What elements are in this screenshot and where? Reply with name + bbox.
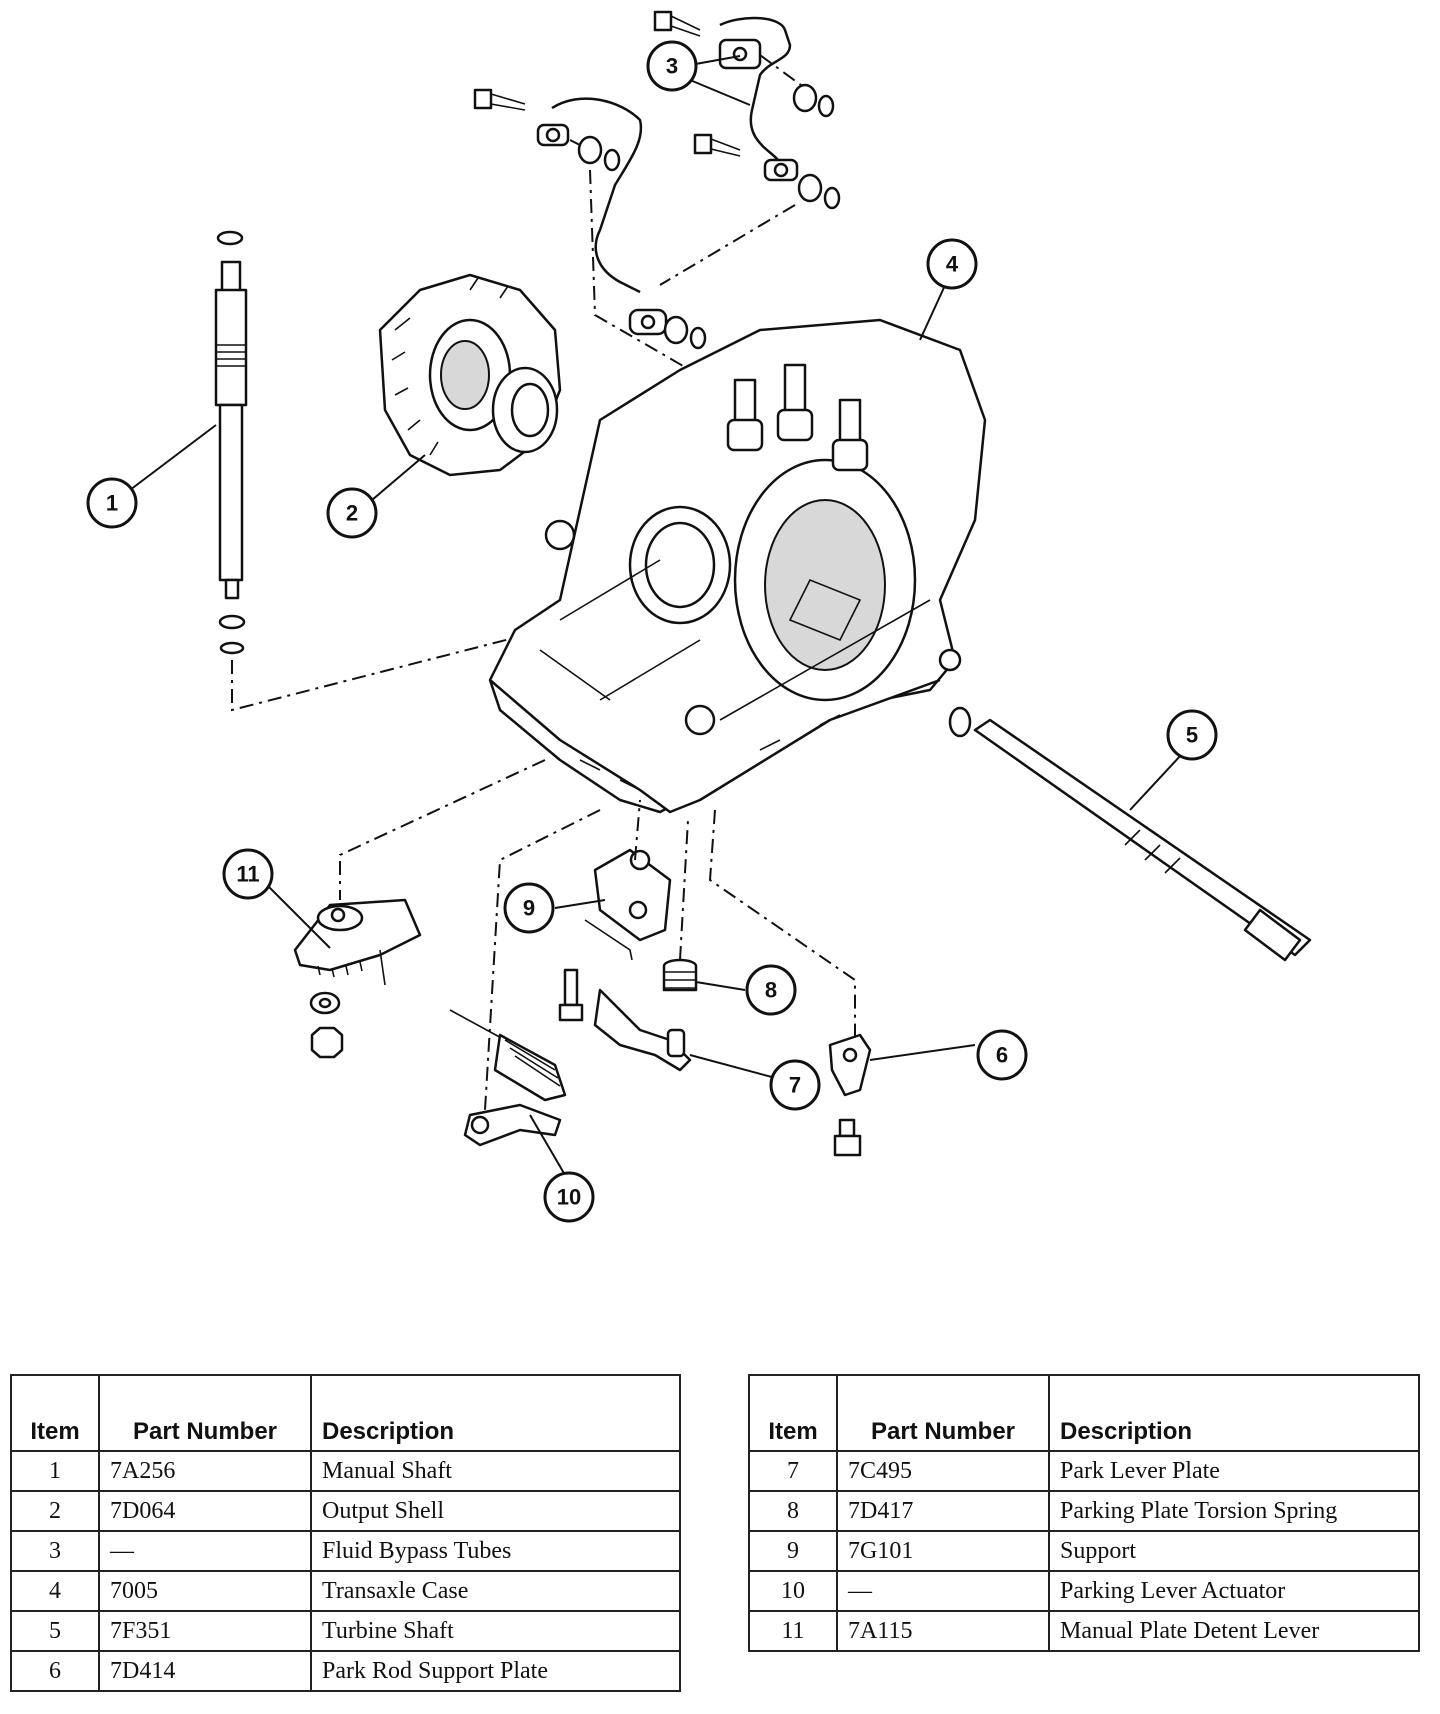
part-number-cell: 7C495 <box>836 1450 1050 1492</box>
description-cell: Turbine Shaft <box>310 1610 681 1652</box>
callout-7: 7 <box>769 1059 821 1111</box>
callout-6-label: 6 <box>996 1043 1008 1068</box>
callout-3: 3 <box>646 40 698 92</box>
item-cell: 6 <box>10 1650 100 1692</box>
part-number-cell: — <box>836 1570 1050 1612</box>
header-description: Description <box>1048 1374 1420 1452</box>
callout-1-label: 1 <box>106 491 118 516</box>
table-header-row: Item Part Number Description <box>10 1374 681 1452</box>
parking-lever-actuator <box>449 809 601 1147</box>
manual-shaft <box>214 230 546 712</box>
description-cell: Park Lever Plate <box>1048 1450 1420 1492</box>
description-cell: Park Rod Support Plate <box>310 1650 681 1692</box>
callout-11-label: 11 <box>236 862 259 887</box>
description-cell: Parking Plate Torsion Spring <box>1048 1490 1420 1532</box>
item-cell: 10 <box>748 1570 838 1612</box>
part-number-cell: 7A115 <box>836 1610 1050 1652</box>
item-cell: 1 <box>10 1450 100 1492</box>
item-cell: 5 <box>10 1610 100 1652</box>
callout-9: 9 <box>503 882 555 934</box>
header-part-number: Part Number <box>98 1374 312 1452</box>
transaxle-case <box>488 318 987 814</box>
part-number-cell: 7G101 <box>836 1530 1050 1572</box>
callout-2-label: 2 <box>346 501 358 526</box>
item-cell: 3 <box>10 1530 100 1572</box>
part-number-cell: 7D414 <box>98 1650 312 1692</box>
description-cell: Parking Lever Actuator <box>1048 1570 1420 1612</box>
callout-5-label: 5 <box>1186 723 1198 748</box>
item-cell: 8 <box>748 1490 838 1532</box>
callout-1: 1 <box>86 477 138 529</box>
callout-9-label: 9 <box>523 896 535 921</box>
part-number-cell: 7D064 <box>98 1490 312 1532</box>
table-header-row: Item Part Number Description <box>748 1374 1420 1452</box>
description-cell: Support <box>1048 1530 1420 1572</box>
header-item: Item <box>10 1374 100 1452</box>
description-cell: Manual Shaft <box>310 1450 681 1492</box>
callout-10-label: 10 <box>557 1185 581 1210</box>
parking-plate-torsion-spring <box>662 819 698 992</box>
callout-3-label: 3 <box>666 54 678 79</box>
fluid-bypass-tubes <box>473 10 841 371</box>
callout-8: 8 <box>745 964 797 1016</box>
part-number-cell: — <box>98 1530 312 1572</box>
description-cell: Manual Plate Detent Lever <box>1048 1610 1420 1652</box>
header-description: Description <box>310 1374 681 1452</box>
part-number-cell: 7005 <box>98 1570 312 1612</box>
part-number-cell: 7F351 <box>98 1610 312 1652</box>
item-cell: 7 <box>748 1450 838 1492</box>
support <box>584 799 672 961</box>
part-number-cell: 7D417 <box>836 1490 1050 1532</box>
exploded-view-diagram: 1 2 3 4 5 6 7 8 9 10 11 <box>86 10 1312 1223</box>
turbine-shaft <box>948 706 1312 962</box>
callout-10: 10 <box>543 1171 595 1223</box>
description-cell: Transaxle Case <box>310 1570 681 1612</box>
table-row: 3—Fluid Bypass Tubes <box>10 1530 681 1572</box>
item-cell: 11 <box>748 1610 838 1652</box>
callout-6: 6 <box>976 1029 1028 1081</box>
callout-4: 4 <box>926 238 978 290</box>
output-shell <box>378 273 562 477</box>
park-rod-support-plate <box>708 809 872 1157</box>
callout-5: 5 <box>1166 709 1218 761</box>
part-number-cell: 7A256 <box>98 1450 312 1492</box>
item-cell: 9 <box>748 1530 838 1572</box>
item-cell: 4 <box>10 1570 100 1612</box>
callout-2: 2 <box>326 487 378 539</box>
header-part-number: Part Number <box>836 1374 1050 1452</box>
manual-plate-detent-lever <box>293 759 546 1059</box>
callout-4-label: 4 <box>946 252 959 277</box>
callout-8-label: 8 <box>765 978 777 1003</box>
description-cell: Fluid Bypass Tubes <box>310 1530 681 1572</box>
callout-7-label: 7 <box>789 1073 801 1098</box>
callout-11: 11 <box>222 848 274 900</box>
park-lever-plate <box>558 968 692 1072</box>
header-item: Item <box>748 1374 838 1452</box>
description-cell: Output Shell <box>310 1490 681 1532</box>
item-cell: 2 <box>10 1490 100 1532</box>
table-row: 10—Parking Lever Actuator <box>748 1570 1420 1612</box>
